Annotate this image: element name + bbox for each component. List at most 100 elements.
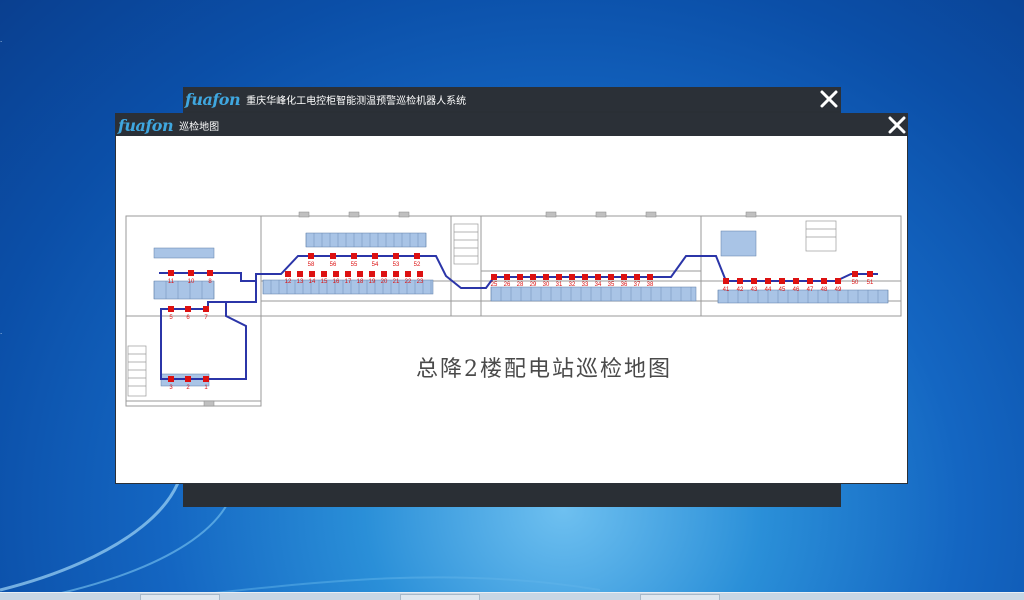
- patrol-point-label: 41: [723, 287, 730, 293]
- main-titlebar: fuafon 重庆华峰化工电控柜智能测温预警巡检机器人系统: [183, 87, 841, 111]
- main-window-title: 重庆华峰化工电控柜智能测温预警巡检机器人系统: [246, 95, 467, 107]
- patrol-point-label: 45: [779, 287, 786, 293]
- patrol-point-55[interactable]: [351, 253, 357, 259]
- patrol-point-50[interactable]: [852, 271, 858, 277]
- patrol-point-42[interactable]: [737, 278, 743, 284]
- patrol-point-label: 19: [369, 279, 376, 285]
- patrol-point-34[interactable]: [595, 274, 601, 280]
- desktop-edge-mark: ·: [0, 330, 3, 338]
- patrol-point-label: 34: [595, 282, 602, 288]
- patrol-point-18[interactable]: [357, 271, 363, 277]
- patrol-point-label: 58: [308, 262, 315, 268]
- patrol-point-37[interactable]: [634, 274, 640, 280]
- patrol-point-33[interactable]: [582, 274, 588, 280]
- map-close-button[interactable]: [884, 113, 910, 137]
- patrol-point-10[interactable]: [188, 270, 194, 276]
- patrol-point-12[interactable]: [285, 271, 291, 277]
- patrol-point-14[interactable]: [309, 271, 315, 277]
- patrol-point-7[interactable]: [203, 306, 209, 312]
- patrol-point-22[interactable]: [405, 271, 411, 277]
- patrol-point-36[interactable]: [621, 274, 627, 280]
- patrol-point-label: 33: [582, 282, 589, 288]
- patrol-point-41[interactable]: [723, 278, 729, 284]
- patrol-point-label: 55: [351, 262, 358, 268]
- taskbar-item[interactable]: [640, 594, 720, 600]
- patrol-point-49[interactable]: [835, 278, 841, 284]
- patrol-point-13[interactable]: [297, 271, 303, 277]
- patrol-point-label: 36: [621, 282, 628, 288]
- patrol-point-25[interactable]: [491, 274, 497, 280]
- patrol-point-label: 2: [186, 385, 190, 391]
- patrol-point-52[interactable]: [414, 253, 420, 259]
- patrol-point-2[interactable]: [185, 376, 191, 382]
- patrol-point-29[interactable]: [530, 274, 536, 280]
- patrol-point-label: 25: [491, 282, 498, 288]
- patrol-point-5[interactable]: [168, 306, 174, 312]
- patrol-point-label: 17: [345, 279, 352, 285]
- patrol-point-label: 18: [357, 279, 364, 285]
- patrol-point-31[interactable]: [556, 274, 562, 280]
- patrol-point-label: 12: [285, 279, 292, 285]
- map-titlebar: fuafon 巡检地图: [116, 114, 907, 136]
- close-icon: [888, 116, 906, 134]
- patrol-point-23[interactable]: [417, 271, 423, 277]
- patrol-point-1[interactable]: [203, 376, 209, 382]
- patrol-point-label: 43: [751, 287, 758, 293]
- patrol-point-19[interactable]: [369, 271, 375, 277]
- patrol-point-label: 10: [188, 279, 195, 285]
- patrol-point-17[interactable]: [345, 271, 351, 277]
- patrol-point-label: 7: [204, 315, 208, 321]
- patrol-point-38[interactable]: [647, 274, 653, 280]
- patrol-point-48[interactable]: [821, 278, 827, 284]
- patrol-point-3[interactable]: [168, 376, 174, 382]
- patrol-point-label: 26: [504, 282, 511, 288]
- taskbar: [0, 592, 1024, 600]
- patrol-point-47[interactable]: [807, 278, 813, 284]
- patrol-point-44[interactable]: [765, 278, 771, 284]
- patrol-point-16[interactable]: [333, 271, 339, 277]
- main-close-button[interactable]: [816, 87, 842, 111]
- patrol-point-15[interactable]: [321, 271, 327, 277]
- patrol-point-8[interactable]: [207, 270, 213, 276]
- taskbar-item[interactable]: [140, 594, 220, 600]
- patrol-point-label: 28: [517, 282, 524, 288]
- patrol-point-label: 31: [556, 282, 563, 288]
- patrol-point-label: 37: [634, 282, 641, 288]
- brand-logo: fuafon: [118, 115, 174, 135]
- patrol-point-51[interactable]: [867, 271, 873, 277]
- patrol-point-label: 32: [569, 282, 576, 288]
- patrol-point-35[interactable]: [608, 274, 614, 280]
- patrol-point-20[interactable]: [381, 271, 387, 277]
- patrol-point-54[interactable]: [372, 253, 378, 259]
- patrol-point-label: 23: [417, 279, 424, 285]
- patrol-point-label: 29: [530, 282, 537, 288]
- patrol-point-label: 56: [330, 262, 337, 268]
- patrol-point-28[interactable]: [517, 274, 523, 280]
- patrol-point-11[interactable]: [168, 270, 174, 276]
- brand-logo: fuafon: [185, 89, 241, 109]
- patrol-point-56[interactable]: [330, 253, 336, 259]
- patrol-point-32[interactable]: [569, 274, 575, 280]
- patrol-point-26[interactable]: [504, 274, 510, 280]
- patrol-point-46[interactable]: [793, 278, 799, 284]
- patrol-point-6[interactable]: [185, 306, 191, 312]
- patrol-point-label: 49: [835, 287, 842, 293]
- patrol-point-45[interactable]: [779, 278, 785, 284]
- patrol-point-label: 22: [405, 279, 412, 285]
- taskbar-item[interactable]: [400, 594, 480, 600]
- patrol-point-label: 20: [381, 279, 388, 285]
- patrol-point-label: 53: [393, 262, 400, 268]
- patrol-point-label: 35: [608, 282, 615, 288]
- patrol-point-label: 15: [321, 279, 328, 285]
- patrol-point-label: 50: [852, 280, 859, 286]
- patrol-point-43[interactable]: [751, 278, 757, 284]
- patrol-point-53[interactable]: [393, 253, 399, 259]
- patrol-point-58[interactable]: [308, 253, 314, 259]
- patrol-point-label: 11: [168, 279, 175, 285]
- patrol-point-label: 21: [393, 279, 400, 285]
- patrol-point-30[interactable]: [543, 274, 549, 280]
- patrol-point-21[interactable]: [393, 271, 399, 277]
